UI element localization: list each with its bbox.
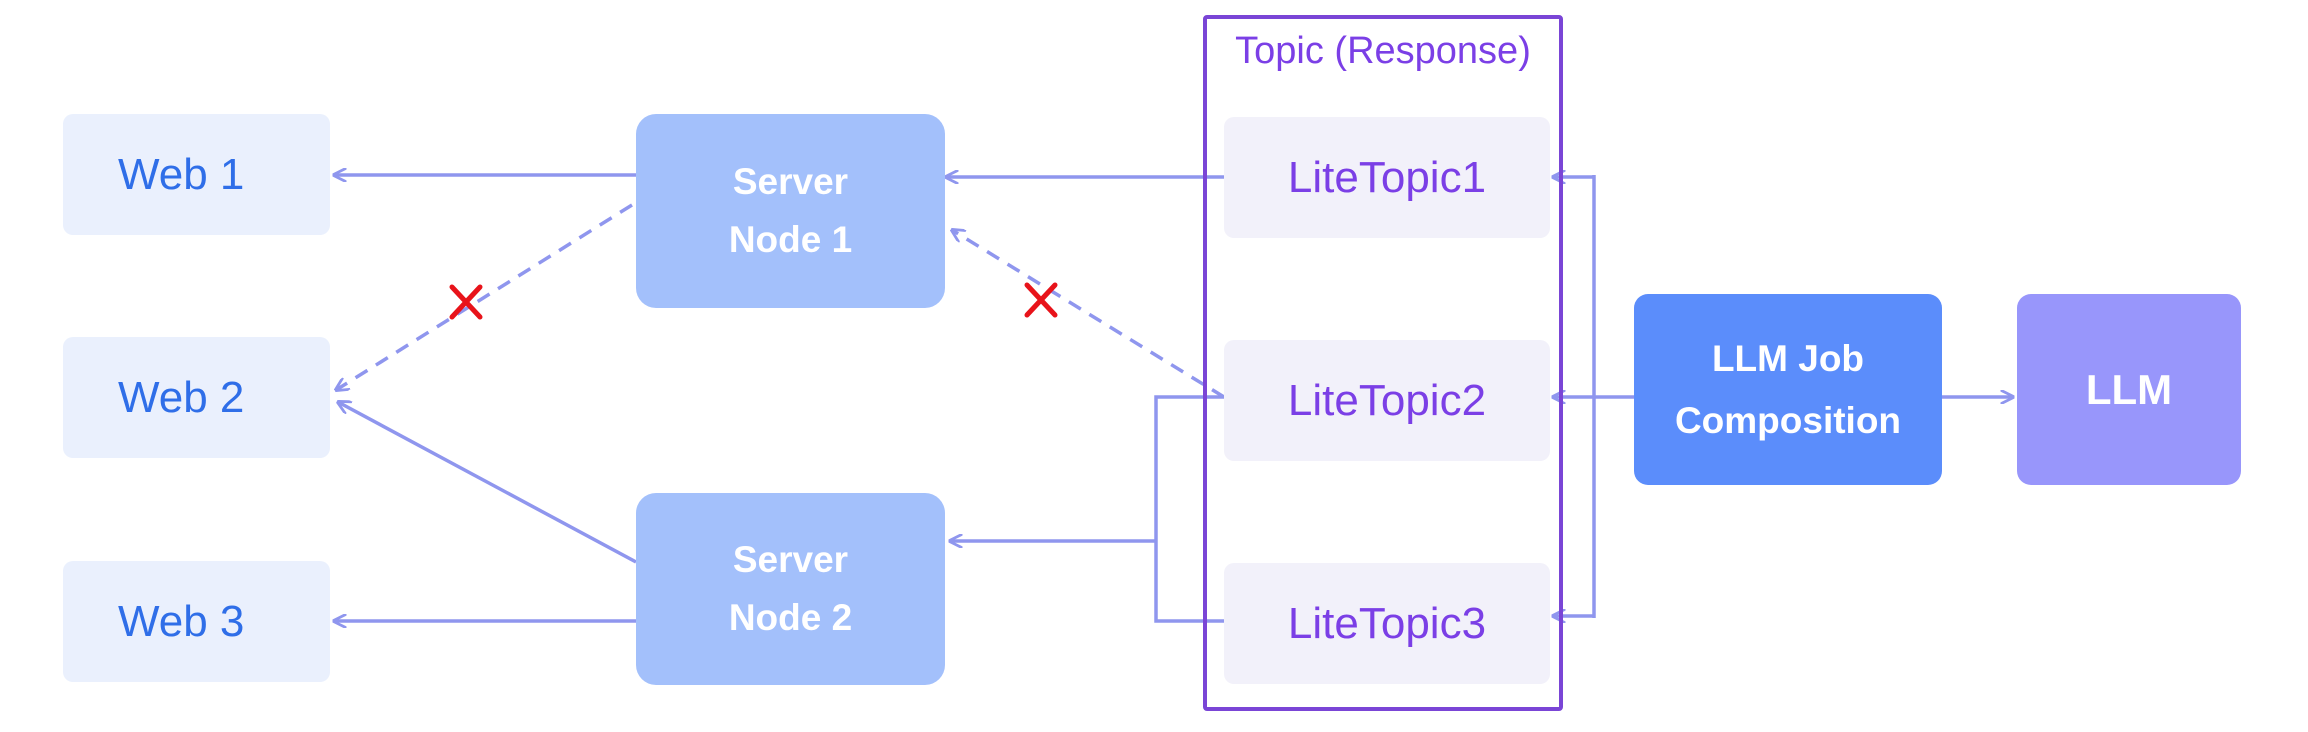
arrow-server1-to-web2-broken (336, 203, 633, 390)
web-node-1: Web 1 (63, 114, 330, 235)
litetopic-3: LiteTopic3 (1224, 563, 1550, 684)
server-node-1: Server Node 1 (636, 114, 945, 308)
server-node-2: Server Node 2 (636, 493, 945, 685)
connector-litetopic2-merge (1154, 395, 1224, 541)
llm-node: LLM (2017, 294, 2241, 485)
cross-icon-web2-link (449, 284, 483, 320)
topic-response-frame (1203, 15, 1563, 711)
topic-title: Topic (Response) (1235, 30, 1531, 72)
web-node-3: Web 3 (63, 561, 330, 682)
cross-icon-litetopic2-link (1024, 282, 1058, 318)
llm-job-composition: LLM Job Composition (1634, 294, 1942, 485)
litetopic-1: LiteTopic1 (1224, 117, 1550, 238)
web-node-2: Web 2 (63, 337, 330, 458)
arrow-server2-to-web2 (338, 402, 637, 564)
arrow-litetopic2-to-server1-broken (952, 230, 1225, 399)
litetopic-2: LiteTopic2 (1224, 340, 1550, 461)
connector-litetopic3-merge (1154, 541, 1224, 623)
